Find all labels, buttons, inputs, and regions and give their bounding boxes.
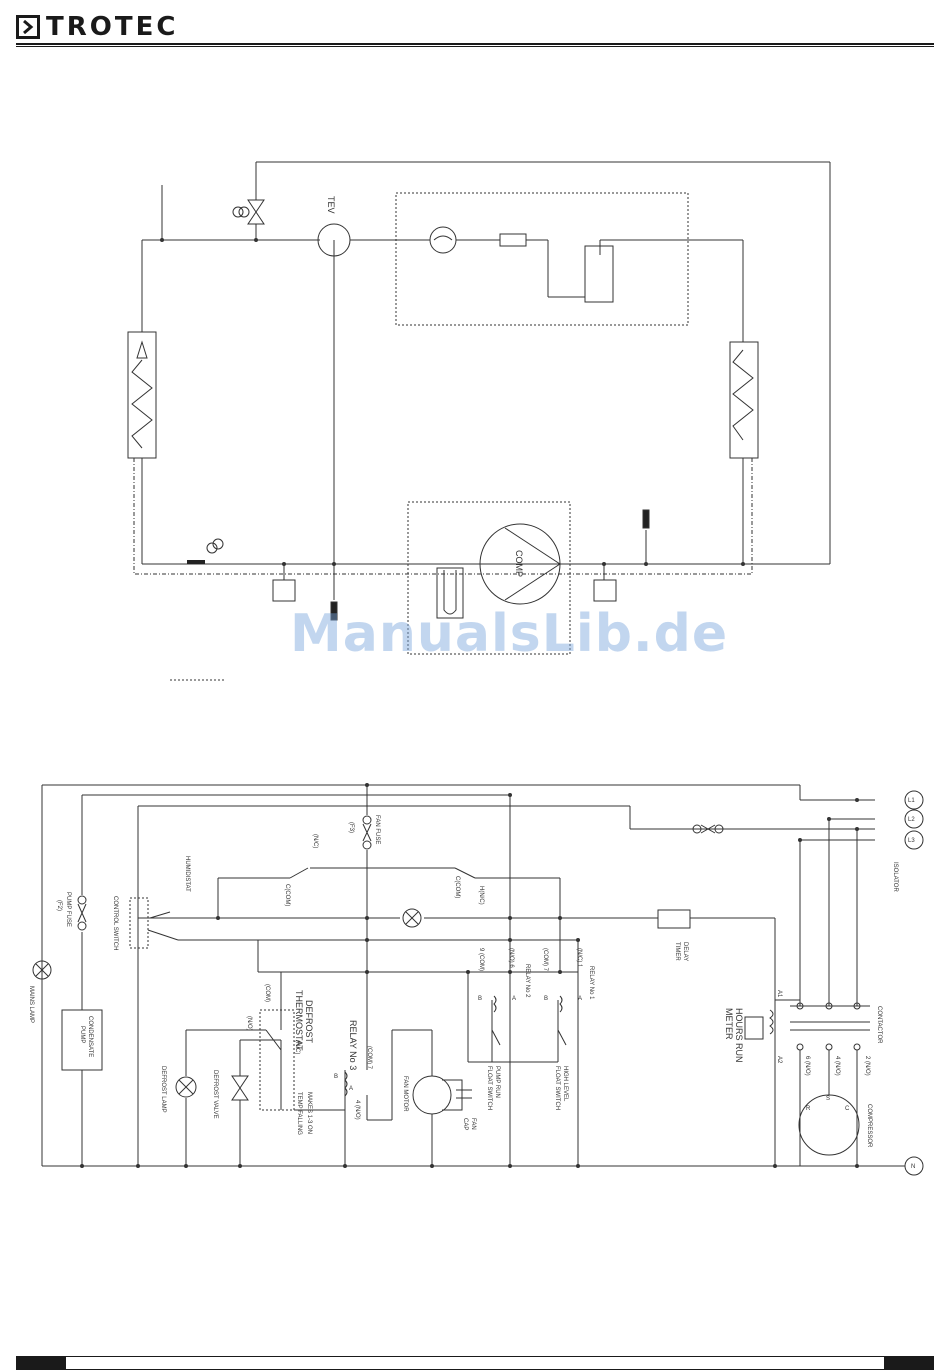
- defrost-thermostat-label-2: THERMOSTAT: [294, 990, 304, 1051]
- relay1-label: RELAY No 1: [588, 966, 594, 1000]
- fan-motor-label: FAN MOTOR: [402, 1076, 408, 1112]
- nc-label: (N/C): [312, 834, 318, 848]
- fan-fuse-label: FAN FUSE: [374, 815, 380, 844]
- pump-run-float-label-1: PUMP RUN: [494, 1066, 500, 1098]
- condensate-pump-label-1: CONDENSATE: [87, 1016, 93, 1057]
- no4-relay3: 4 (N/O): [354, 1100, 360, 1120]
- relay1-a: A: [578, 996, 582, 1002]
- compressor-r: R: [806, 1106, 811, 1112]
- relay2-b: B: [478, 996, 482, 1002]
- l1-label: L1: [908, 798, 915, 804]
- a2-label: A2: [776, 1056, 782, 1064]
- no4-contactor: 4 (N/O): [834, 1056, 840, 1076]
- footer-bar: [16, 1356, 934, 1370]
- hours-run-meter-label-2: METER: [724, 1008, 734, 1040]
- defrost-thermostat-label-1: DEFROST: [304, 1000, 314, 1044]
- tev-label: TEV: [326, 196, 336, 214]
- pump-run-float-label-2: FLOAT SWITCH: [486, 1066, 492, 1110]
- relay3-label: RELAY No 3: [348, 1020, 358, 1070]
- pump-fuse-label: PUMP FUSE: [65, 892, 71, 927]
- header-rule: [16, 43, 934, 47]
- high-level-float-label-2: FLOAT SWITCH: [554, 1066, 560, 1110]
- humidistat-label: HUMIDISTAT: [184, 856, 190, 892]
- c-com-label-2: C(COM): [454, 876, 460, 898]
- com7-relay3: (COM) 7: [366, 1046, 372, 1070]
- thermostat-nc: (N/C): [294, 1040, 300, 1054]
- compressor-c: C: [845, 1106, 850, 1112]
- chevron-right-icon: [16, 15, 40, 39]
- fan-fuse-id: (F3): [348, 822, 354, 833]
- no6-contactor: 6 (N/O): [804, 1056, 810, 1076]
- brand-name: TROTEC: [46, 12, 179, 42]
- makes-label-1: MAKES 1-3 ON: [306, 1092, 312, 1134]
- compressor-s: S: [826, 1096, 830, 1102]
- pump-fuse-id: (F2): [56, 900, 62, 911]
- control-switch-label: CONTROL SWITCH: [112, 896, 118, 950]
- condensate-pump-label-2: PUMP: [79, 1026, 85, 1043]
- makes-label-2: TEMP FALLING: [296, 1092, 302, 1135]
- footer-block-right: [884, 1356, 934, 1370]
- relay2-a: A: [512, 996, 516, 1002]
- relay2-label: RELAY No 2: [524, 964, 530, 998]
- l3-label: L3: [908, 838, 915, 844]
- c-com-label: C(COM): [284, 884, 290, 906]
- refrigeration-diagram: TEV COMP: [127, 161, 831, 681]
- n-label: N: [911, 1164, 915, 1170]
- fan-cap-label-1: FAN: [470, 1118, 476, 1130]
- no2-contactor: 2 (N/O): [864, 1056, 870, 1076]
- isolator-label: ISOLATOR: [892, 862, 898, 892]
- relay3-b: B: [334, 1074, 338, 1080]
- compressor-label: COMPRESSOR: [866, 1104, 872, 1148]
- trotec-logo: TROTEC: [16, 12, 178, 42]
- h-nc-label: H(N/C): [478, 886, 484, 905]
- contactor-label: CONTACTOR: [876, 1006, 882, 1044]
- relay3-a: A: [349, 1086, 353, 1092]
- a1-label: A1: [776, 990, 782, 998]
- no6-relay2: (N/O) 6: [508, 948, 514, 968]
- com7-relay1: (COM) 7: [542, 948, 548, 972]
- comp-label: COMP: [514, 550, 524, 577]
- high-level-float-label-1: HIGH LEVEL: [562, 1066, 568, 1102]
- delay-timer-label-1: DELAY: [682, 942, 688, 961]
- defrost-valve-label: DEFROST VALVE: [212, 1070, 218, 1119]
- thermostat-com: (COM): [264, 984, 270, 1002]
- fan-cap-label-2: CAP: [462, 1118, 468, 1130]
- thermostat-no: (N/O): [246, 1016, 252, 1031]
- delay-timer-label-2: TIMER: [674, 942, 680, 961]
- l2-label: L2: [908, 817, 915, 823]
- page-header: TROTEC: [16, 8, 934, 48]
- relay1-b: B: [544, 996, 548, 1002]
- footer-block-left: [16, 1356, 66, 1370]
- nc1-label: (N/C) 1: [576, 948, 582, 968]
- com9-relay2: 9 (COM): [478, 948, 484, 971]
- watermark: ManualsLib.de: [290, 604, 729, 664]
- defrost-lamp-label: DEFROST LAMP: [160, 1066, 166, 1113]
- hours-run-meter-label-1: HOURS RUN: [734, 1008, 744, 1063]
- mains-lamp-label: MAINS LAMP: [28, 986, 34, 1023]
